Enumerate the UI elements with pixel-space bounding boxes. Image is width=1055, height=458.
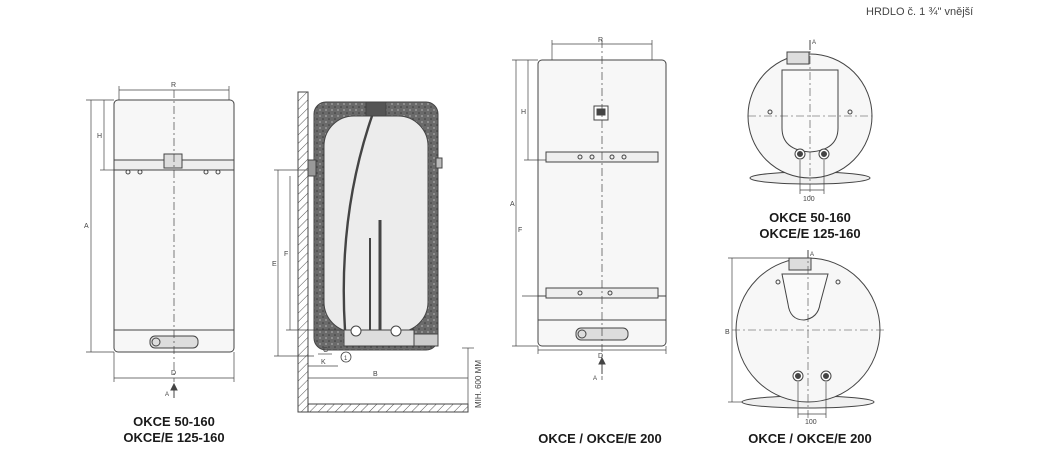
caption-fig3: OKCE / OKCE/E 200: [538, 431, 662, 446]
caption-fig1-line2: OKCE/E 125-160: [123, 430, 225, 445]
dim-e: E: [272, 261, 277, 268]
dim-b-top: B: [725, 329, 730, 336]
front-view-tall: [512, 40, 667, 380]
top-view-large: [728, 250, 884, 420]
section-view: [274, 91, 474, 413]
dim-d-1: D: [171, 370, 176, 377]
dim-a-3: A: [510, 201, 515, 208]
dim-c: C: [323, 347, 328, 354]
dim-f-3: F: [518, 227, 522, 234]
dim-r-1: R: [171, 82, 176, 89]
min-distance-label: МІН. 600 ММ: [474, 360, 483, 408]
caption-fig4-line2: OKCE/E 125-160: [759, 226, 861, 241]
caption-fig4-line1: OKCE 50-160: [769, 210, 851, 225]
thread-note: HRDLO č. 1 ¾" vnější: [866, 6, 974, 18]
view-arrow-a-4: A: [812, 40, 816, 46]
front-view-small: [86, 86, 235, 398]
view-arrow-a-3: A: [593, 376, 597, 382]
top-view-small: [747, 40, 873, 200]
dim-100-large: 100: [805, 419, 817, 426]
dim-h-3: H: [521, 109, 526, 116]
dim-f: F: [284, 251, 288, 258]
circle-marker-1: 1: [344, 356, 348, 362]
caption-fig1-line1: OKCE 50-160: [133, 414, 215, 429]
caption-fig5: OKCE / OKCE/E 200: [748, 431, 872, 446]
dim-d-3: D: [598, 353, 603, 360]
dim-a-1: A: [84, 223, 89, 230]
view-arrow-a-1: A: [165, 392, 169, 398]
dim-100-small: 100: [803, 196, 815, 203]
dim-k: K: [321, 359, 326, 366]
caption-fig1: OKCE 50-160 OKCE/E 125-160: [104, 414, 244, 446]
view-arrow-a-5: A: [810, 252, 814, 258]
caption-fig4: OKCE 50-160 OKCE/E 125-160: [740, 210, 880, 242]
dim-r-3: R: [598, 37, 603, 44]
dim-h-1: H: [97, 133, 102, 140]
dim-b-section: B: [373, 371, 378, 378]
